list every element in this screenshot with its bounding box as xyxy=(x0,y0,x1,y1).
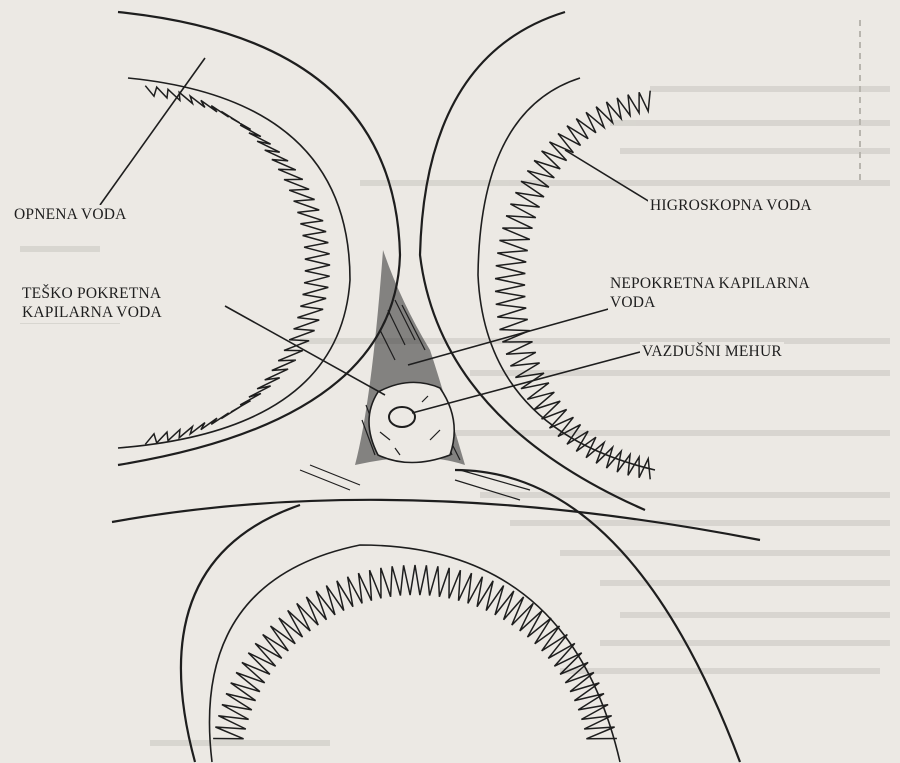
label-immobile-line1: NEPOKRETNA KAPILARNA xyxy=(610,274,810,293)
left-grain xyxy=(118,12,400,465)
label-hardly-mobile-capillary: TEŠKO POKRETNA KAPILARNA VODA xyxy=(20,284,164,323)
label-immobile-capillary: NEPOKRETNA KAPILARNA VODA xyxy=(608,274,812,313)
label-hardly-mobile-line1: TEŠKO POKRETNA xyxy=(22,284,162,303)
leader-air-bubble xyxy=(412,352,640,413)
label-air-bubble: VAZDUŠNI MEHUR xyxy=(640,342,784,361)
leader-film-water xyxy=(100,58,205,205)
leader-immobile xyxy=(408,308,612,365)
label-hardly-mobile-line2: KAPILARNA VODA xyxy=(22,303,162,322)
label-immobile-line2: VODA xyxy=(610,293,810,312)
label-film-water: OPNENA VODA xyxy=(12,205,129,224)
label-hygroscopic-water: HIGROSKOPNA VODA xyxy=(648,196,814,215)
leader-hygroscopic-water xyxy=(565,150,650,202)
bottom-grain xyxy=(112,470,760,762)
